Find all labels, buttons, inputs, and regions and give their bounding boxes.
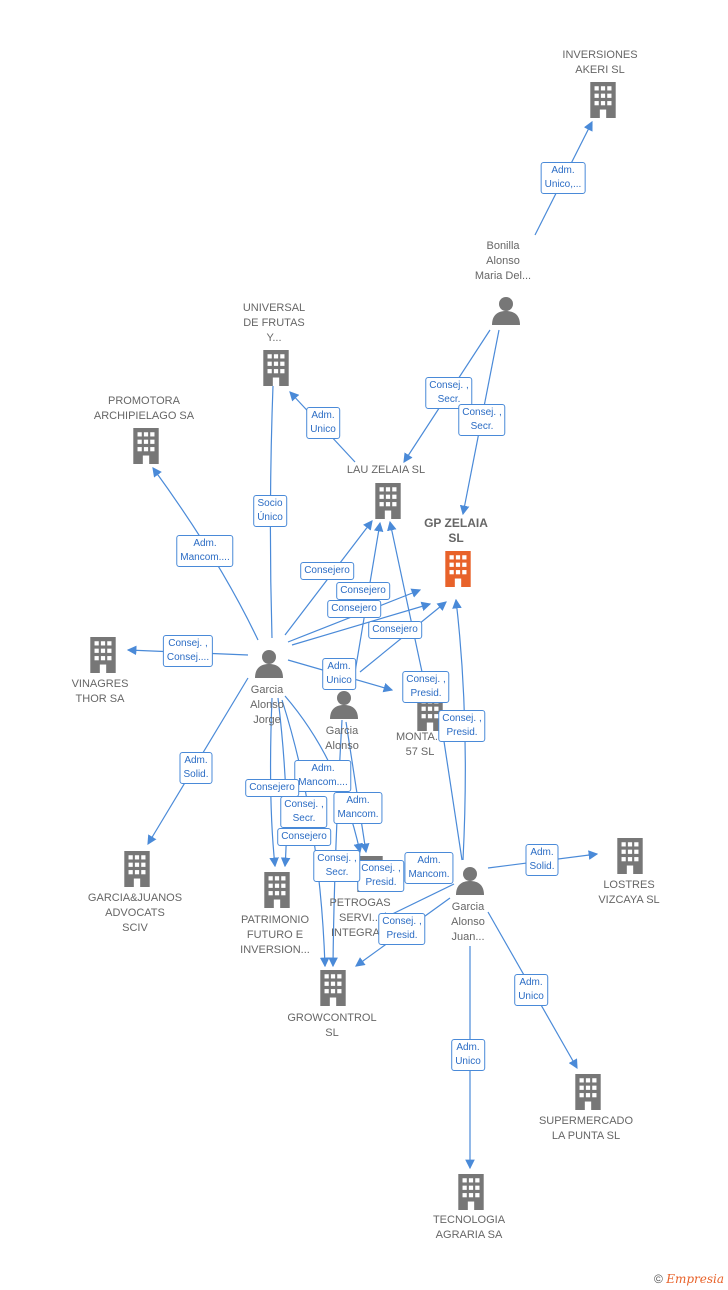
edge-mid-petrogas: [345, 721, 370, 854]
company-icon-tecnologia: [458, 1174, 484, 1210]
edge-label-juan-growcontrol-b[interactable]: Consej. , Presid.: [357, 860, 405, 892]
edge-label-mid-growcontrol[interactable]: Consej. , Secr.: [280, 796, 328, 828]
edge-montalban-lau: [387, 520, 429, 701]
node-label-promotora[interactable]: PROMOTORA ARCHIPIELAGO SA: [93, 395, 195, 422]
company-icon-inversiones: [590, 82, 616, 118]
company-icon-lau: [375, 483, 401, 519]
node-label-universal[interactable]: UNIVERSAL DE FRUTAS Y...: [242, 302, 306, 344]
edge-label-jorge-universal[interactable]: Socio Único: [253, 495, 287, 527]
edge-label-juan-supermercado[interactable]: Adm. Unico: [514, 974, 548, 1006]
node-label-vinagres[interactable]: VINAGRES THOR SA: [71, 678, 129, 705]
node-label-gp[interactable]: GP ZELAIA SL: [424, 516, 488, 545]
company-icon-promotora: [133, 428, 159, 464]
node-label-growcontrol[interactable]: GROWCONTROL SL: [287, 1012, 377, 1039]
edge-label-bonilla-lau[interactable]: Consej. , Secr.: [425, 377, 473, 409]
edge-label-jorge-vinagres[interactable]: Consej. , Consej....: [162, 635, 214, 667]
node-label-jorge[interactable]: Garcia Alonso Jorge: [250, 684, 284, 726]
node-label-juan[interactable]: Garcia Alonso Juan...: [451, 901, 485, 943]
company-icon-garciajuanos: [124, 851, 150, 887]
company-icon-growcontrol: [320, 970, 346, 1006]
edge-label-bonilla-gp[interactable]: Consej. , Secr.: [458, 404, 506, 436]
company-icon-supermercado: [575, 1074, 601, 1110]
person-icon-juan: [456, 867, 484, 895]
node-label-inversiones[interactable]: INVERSIONES AKERI SL: [562, 49, 638, 76]
person-icon-jorge: [255, 650, 283, 678]
edge-label-jorge-growcontrol[interactable]: Consejero: [277, 828, 331, 846]
edge-label-jorge-garciajuanos[interactable]: Adm. Solid.: [179, 752, 213, 784]
edge-label-mid-petrogas[interactable]: Adm. Mancom.: [333, 792, 383, 824]
node-label-supermercado[interactable]: SUPERMERCADO LA PUNTA SL: [538, 1115, 634, 1142]
edge-label-lau-universal[interactable]: Adm. Unico: [306, 407, 340, 439]
edge-label-mid-montalban[interactable]: Consej. , Presid.: [402, 671, 450, 703]
footer-brand: © Empresia: [654, 1272, 724, 1286]
edge-label-jorge-montalban[interactable]: Adm. Unico: [322, 658, 356, 690]
edge-label-jorge-lau[interactable]: Consejero: [300, 562, 354, 580]
node-label-patrimonio[interactable]: PATRIMONIO FUTURO E INVERSION...: [240, 914, 310, 956]
edge-label-juan-tecnologia[interactable]: Adm. Unico: [451, 1039, 485, 1071]
edge-label-juan-petrogas[interactable]: Consej. , Presid.: [378, 913, 426, 945]
brand-logo[interactable]: Empresia: [666, 1272, 724, 1286]
edge-label-jorge-gp-2[interactable]: Consejero: [327, 600, 381, 618]
node-label-petrogas[interactable]: PETROGAS SERVI... INTEGRA...: [329, 897, 391, 939]
edge-label-jorge-promotora[interactable]: Adm. Mancom....: [176, 535, 234, 567]
edge-label-jorge-gp-1[interactable]: Consejero: [336, 582, 390, 600]
person-icon-bonilla: [492, 297, 520, 325]
node-label-garciajuanos[interactable]: GARCIA&JUANOS ADVOCATS SCIV: [87, 892, 183, 934]
edge-label-juan-growcontrol-a[interactable]: Adm. Mancom.: [404, 852, 454, 884]
company-icon-gp: [445, 551, 471, 587]
edge-label-juan-gp[interactable]: Consej. , Presid.: [438, 710, 486, 742]
node-label-tecnologia[interactable]: TECNOLOGIA AGRARIA SA: [432, 1214, 506, 1241]
edge-label-juan-lostres[interactable]: Adm. Solid.: [525, 844, 559, 876]
edge-label-mid-gp[interactable]: Consejero: [368, 621, 422, 639]
edge-label-bonilla-inversiones[interactable]: Adm. Unico,...: [540, 162, 586, 194]
edge-jorge-gp-2: [291, 601, 432, 646]
edge-label-jorge-patrimonio[interactable]: Consejero: [245, 779, 299, 797]
edge-label-juan-growcontrol-c[interactable]: Consej. , Secr.: [313, 850, 361, 882]
node-label-montalban[interactable]: MONTA... 57 SL: [395, 731, 445, 758]
company-icon-vinagres: [90, 637, 116, 673]
company-icon-lostres: [617, 838, 643, 874]
edge-label-jorge-petrogas[interactable]: Adm. Mancom....: [294, 760, 352, 792]
node-label-lau[interactable]: LAU ZELAIA SL: [346, 464, 426, 476]
node-label-bonilla[interactable]: Bonilla Alonso Maria Del...: [474, 240, 532, 282]
copyright-icon: ©: [654, 1272, 663, 1286]
company-icon-universal: [263, 350, 289, 386]
node-label-lostres[interactable]: LOSTRES VIZCAYA SL: [598, 879, 660, 906]
